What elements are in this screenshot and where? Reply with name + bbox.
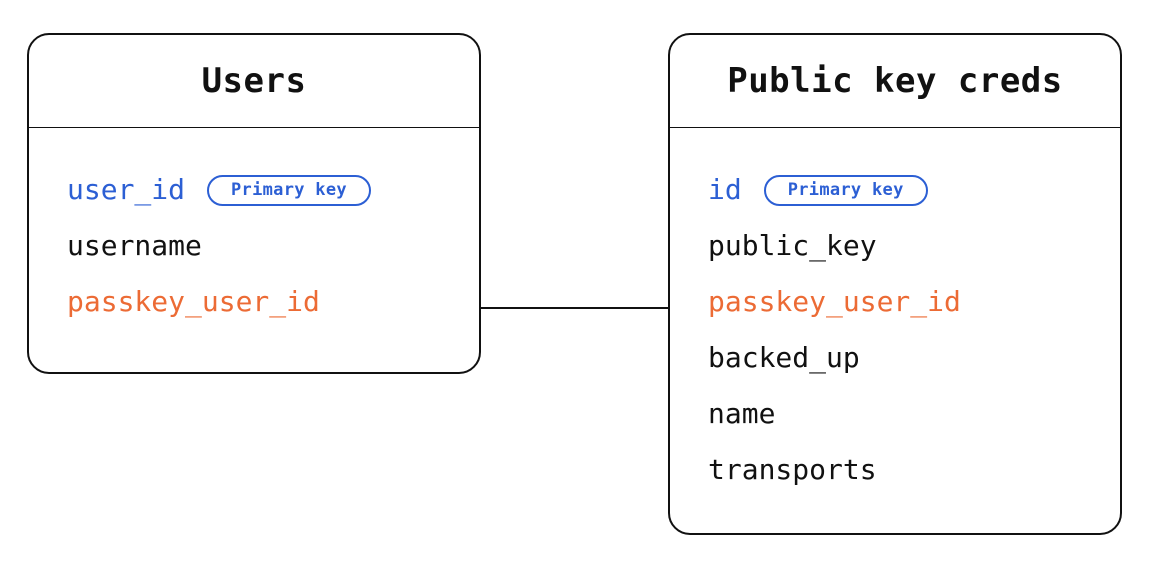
field-name: user_id (67, 173, 186, 206)
entity-field-list: user_id Primary key username passkey_user_i… (29, 127, 479, 372)
primary-key-badge: Primary key (763, 174, 928, 206)
relationship-connector (481, 307, 668, 309)
primary-key-badge-label: Primary key (787, 179, 904, 200)
entity-table-users[interactable]: Users user_id Primary key username passkey_u… (27, 33, 481, 374)
field-name: passkey_user_id (67, 285, 320, 318)
field-name: passkey_user_id (708, 285, 961, 318)
entity-title: Users (201, 61, 307, 101)
field-row[interactable]: backed_up (708, 330, 1120, 386)
field-row[interactable]: passkey_user_id (67, 274, 479, 330)
entity-header-public-key-creds: Public key creds (670, 35, 1120, 128)
primary-key-badge: Primary key (207, 174, 371, 206)
primary-key-badge-label: Primary key (231, 179, 347, 200)
entity-title: Public key creds (727, 61, 1063, 101)
field-name: username (67, 229, 202, 262)
field-name: id (708, 173, 742, 206)
field-row[interactable]: passkey_user_id (708, 274, 1120, 330)
field-row[interactable]: public_key (708, 218, 1120, 274)
field-name: public_key (708, 229, 877, 262)
field-row[interactable]: name (708, 386, 1120, 442)
field-row[interactable]: id Primary key (708, 162, 1120, 218)
field-name: name (708, 397, 776, 430)
field-row[interactable]: username (67, 218, 479, 274)
entity-header-users: Users (29, 35, 479, 128)
field-name: transports (708, 453, 877, 486)
field-row[interactable]: transports (708, 442, 1120, 498)
field-row[interactable]: user_id Primary key (67, 162, 479, 218)
field-name: backed_up (708, 341, 860, 374)
